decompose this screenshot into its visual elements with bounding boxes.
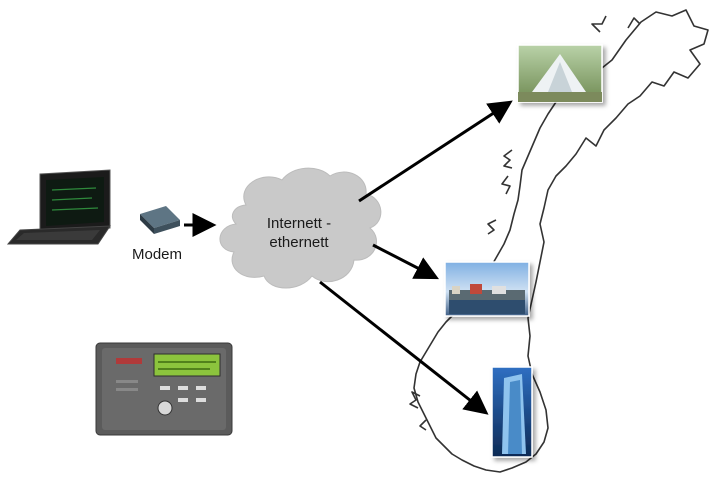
modem-label: Modem bbox=[132, 246, 182, 263]
internet-cloud bbox=[219, 167, 382, 289]
arrow-cloud-to-middle bbox=[372, 243, 439, 280]
photo-middle bbox=[444, 261, 530, 317]
photo-north bbox=[517, 44, 603, 103]
laptop-icon bbox=[6, 169, 111, 245]
arrow-cloud-to-north bbox=[358, 100, 513, 203]
photo-south bbox=[491, 366, 533, 458]
cloud-label-line1: Internett - bbox=[267, 215, 331, 232]
arrow-cloud-to-south bbox=[319, 280, 489, 415]
norway-map bbox=[409, 9, 709, 473]
cloud-label-line2: ethernett bbox=[269, 234, 329, 251]
control-panel-icon bbox=[95, 342, 233, 436]
modem-icon bbox=[140, 206, 180, 234]
connection-arrows bbox=[184, 100, 513, 415]
